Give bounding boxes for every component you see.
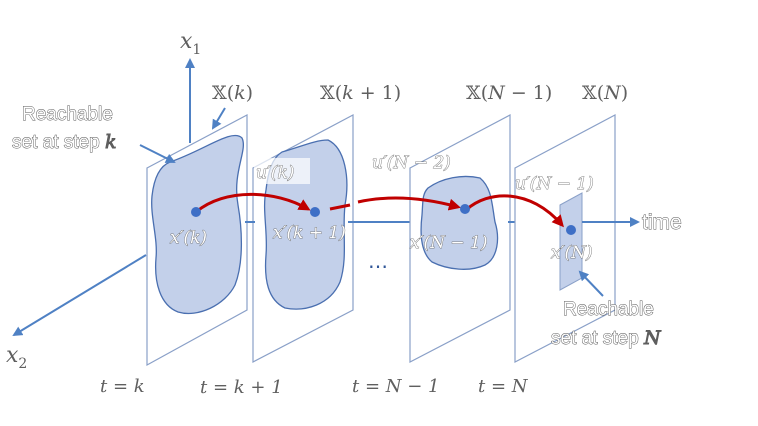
set-label-k-plus-1: 𝕏(𝑘 + 1)	[320, 82, 401, 104]
set-label-n: 𝕏(𝑁)	[582, 82, 628, 104]
svg-text:set at step N: set at step N	[551, 327, 662, 349]
callout-arrow-reachable-n	[578, 270, 604, 297]
callout-arrow-reachable-k	[139, 144, 176, 163]
plane-k	[146, 114, 248, 367]
reachable-set-k-annotation: Reachable set at step k	[12, 104, 117, 154]
trajectory-arrow-n2	[357, 196, 461, 211]
state-label-k-plus-1: x′(k + 1)	[273, 223, 346, 243]
reachable-set-k	[151, 134, 244, 314]
x2-axis-label: x2	[6, 343, 27, 372]
svg-text:set at step k: set at step k	[12, 131, 116, 153]
state-point-n-minus-1	[460, 204, 470, 214]
plane-n-minus-1	[409, 114, 511, 363]
input-label-n-minus-2: u′(N − 2)	[372, 153, 451, 173]
state-point-n	[566, 225, 576, 235]
reachable-set-n-annotation: Reachable set at step N	[551, 299, 663, 350]
time-axis-label: time	[642, 211, 682, 234]
x1-axis-label: x1	[180, 29, 201, 58]
plane-n	[514, 114, 616, 363]
state-label-n: x′(N)	[551, 243, 593, 263]
set-label-k: 𝕏(𝑘)	[212, 82, 253, 104]
state-point-k-plus-1	[310, 207, 320, 217]
set-label-n-minus-1: 𝕏(𝑁 − 1)	[466, 82, 552, 104]
svg-text:Reachable: Reachable	[563, 299, 654, 320]
x2-axis	[12, 254, 147, 337]
callout-arrow-set-k	[211, 107, 226, 130]
time-label-k-plus-1: t = k + 1	[200, 377, 283, 398]
trajectory-dash	[329, 203, 351, 211]
time-label-k: t = k	[100, 376, 145, 397]
state-point-k	[191, 207, 201, 217]
reachable-set-n-minus-1	[420, 175, 499, 270]
state-label-n-minus-1: x′(N − 1)	[410, 233, 487, 253]
time-label-n: t = N	[478, 376, 529, 397]
svg-text:Reachable: Reachable	[22, 104, 113, 125]
time-label-n-minus-1: t = N − 1	[352, 376, 440, 397]
input-label-n-minus-1: u′(N − 1)	[515, 174, 594, 194]
input-label-bg	[254, 158, 310, 184]
reachable-set-n	[559, 192, 583, 291]
input-label-k: u′(k)	[256, 163, 294, 183]
trajectory-arrow-n1	[464, 194, 564, 228]
trajectory-arrow-k	[195, 192, 311, 214]
ellipsis: …	[368, 249, 388, 273]
state-label-k: x′(k)	[170, 228, 207, 248]
